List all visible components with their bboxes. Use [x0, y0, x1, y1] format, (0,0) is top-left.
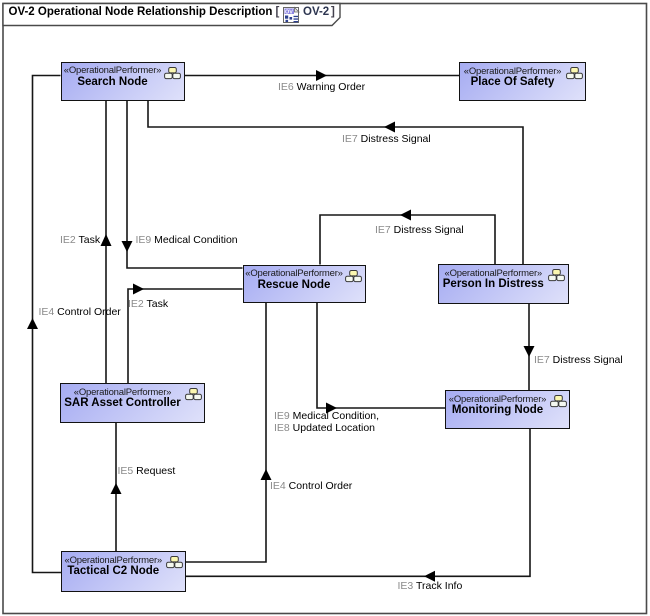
svg-text:OV: OV [285, 10, 293, 16]
